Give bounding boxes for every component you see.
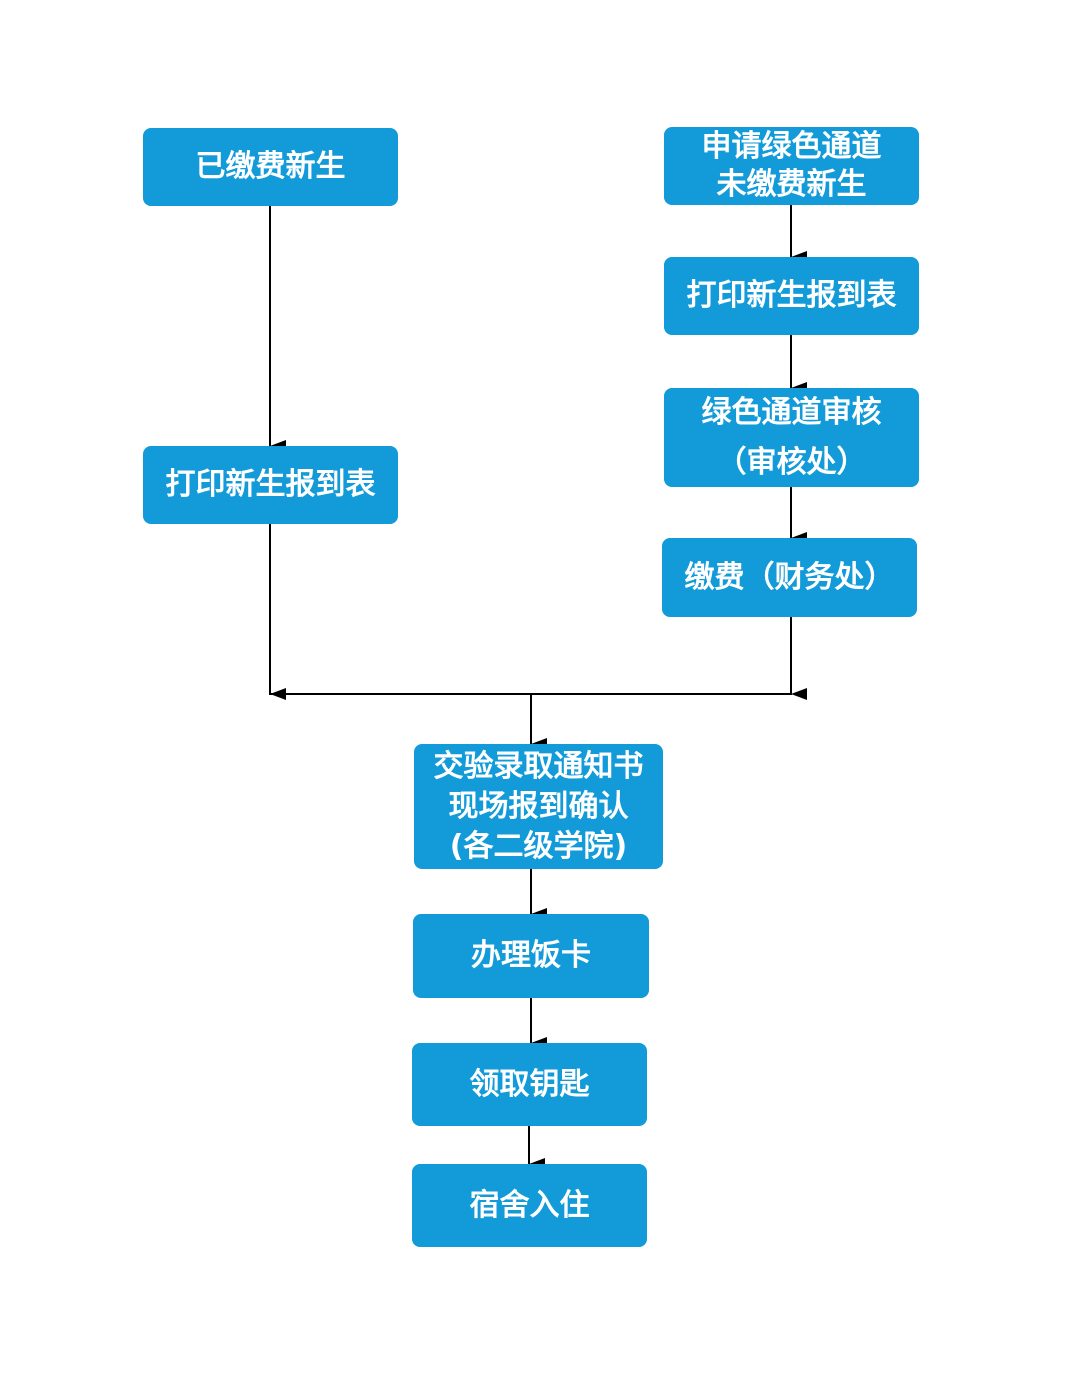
node-meal-card: 办理饭卡 xyxy=(413,914,649,998)
node-label-line-1: 交验录取通知书 xyxy=(433,748,644,784)
node-print-form-left: 打印新生报到表 xyxy=(143,446,398,524)
node-label: 已缴费新生 xyxy=(195,149,346,184)
node-label: 缴费（财务处） xyxy=(684,559,895,595)
node-label-line-1: 绿色通道审核 xyxy=(701,394,882,430)
node-dorm-check-in: 宿舍入住 xyxy=(412,1164,647,1247)
node-label: 打印新生报到表 xyxy=(686,278,897,313)
node-label: 宿舍入住 xyxy=(469,1187,590,1223)
node-submit-admission-notice: 交验录取通知书 现场报到确认 (各二级学院) xyxy=(414,744,663,869)
node-green-channel-applicant: 申请绿色通道 未缴费新生 xyxy=(664,127,919,205)
node-payment-finance: 缴费（财务处） xyxy=(662,538,917,617)
node-label-line-2: 未缴费新生 xyxy=(716,167,867,202)
node-label-line-2: （审核处） xyxy=(716,444,867,480)
node-label-line-3: (各二级学院) xyxy=(449,828,628,864)
node-label: 领取钥匙 xyxy=(469,1066,590,1102)
node-collect-keys: 领取钥匙 xyxy=(412,1043,647,1126)
node-label: 办理饭卡 xyxy=(471,938,591,973)
node-paid-new-students: 已缴费新生 xyxy=(143,128,398,206)
node-label-line-2: 现场报到确认 xyxy=(448,788,629,824)
node-green-channel-review: 绿色通道审核 （审核处） xyxy=(664,388,919,487)
node-label: 打印新生报到表 xyxy=(165,467,376,502)
node-label-line-1: 申请绿色通道 xyxy=(701,129,882,164)
node-print-form-right: 打印新生报到表 xyxy=(664,257,919,335)
